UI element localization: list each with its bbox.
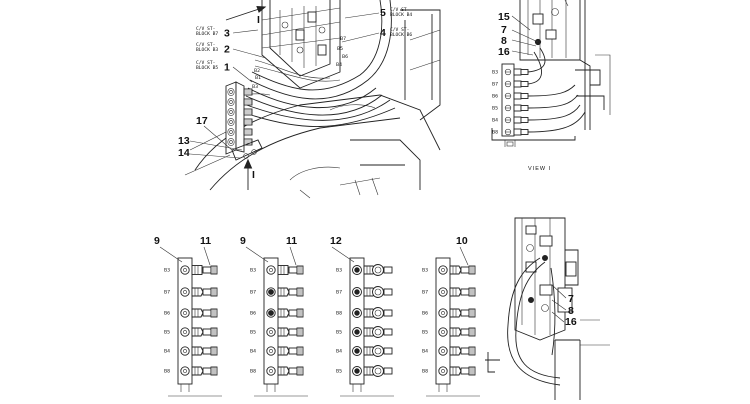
manifold-port-label: B5 <box>336 369 342 375</box>
valve-port-label: B2 <box>254 68 260 74</box>
callout-note-line1: C/V ST- <box>196 60 215 66</box>
callout-note-line2: BLOCK B7 <box>196 31 218 37</box>
panel-callout-right: 11 <box>286 235 297 247</box>
view-i-caption: VIEW I <box>528 166 551 172</box>
label-15: 15 <box>498 11 510 23</box>
manifold-port-label: B7 <box>164 290 170 296</box>
label-13: 13 <box>178 135 190 147</box>
valve-port-label: B1 <box>255 75 261 81</box>
manifold-port-label: B5 <box>250 330 256 336</box>
manifold-port-label: B4 <box>336 349 342 355</box>
callout-note-line2: BLOCK B3 <box>196 47 218 53</box>
manifold-port-label: B6 <box>250 311 256 317</box>
valve-port-label: B5 <box>337 46 343 52</box>
valve-port-label: B6 <box>342 54 348 60</box>
panel-callout-left: 9 <box>154 235 160 247</box>
view-port-label: B8 <box>492 130 498 136</box>
callout-note-line1: C/V ST- <box>390 7 409 13</box>
manifold-port-label: B3 <box>336 268 342 274</box>
callout-note-line2: BLOCK B5 <box>196 65 218 71</box>
panel-callout-left: 12 <box>330 235 342 247</box>
main-assembly <box>184 0 441 199</box>
callout-note-line1: C/V ST- <box>390 27 409 33</box>
manifold-port-label: B8 <box>336 311 342 317</box>
manifold-port-label: B5 <box>422 330 428 336</box>
label-14: 14 <box>178 147 190 159</box>
manifold-port-label: B6 <box>164 311 170 317</box>
static-labels: 17 13 14 I I 15 7 8 16 VIEW I 7 8 16 <box>178 11 577 328</box>
manifold-port-label: B7 <box>250 290 256 296</box>
panel-callout-right: 10 <box>456 235 468 247</box>
label-8-bottom: 8 <box>568 305 574 317</box>
view-port-label: B7 <box>492 82 498 88</box>
panel-callout-right: 11 <box>200 235 211 247</box>
callout-number: 5 <box>380 7 386 19</box>
label-17: 17 <box>196 115 208 127</box>
view-port-label: B6 <box>492 94 498 100</box>
manifold-port-label: B4 <box>164 349 170 355</box>
label-16-top: 16 <box>498 46 510 58</box>
lower-valve-assembly <box>485 217 610 400</box>
callout-note-line1: C/V ST- <box>196 26 215 32</box>
valve-port-label: B7 <box>340 36 346 42</box>
view-marker-top: I <box>257 14 260 26</box>
callout-number: 2 <box>224 44 230 56</box>
panel-callout-left: 9 <box>240 235 246 247</box>
callout-number: 3 <box>224 28 230 40</box>
label-16-bottom: 16 <box>565 316 577 328</box>
manifold-port-label: B4 <box>422 349 428 355</box>
callout-number: 1 <box>224 62 230 74</box>
valve-port-label: B3 <box>252 84 258 90</box>
manifold-port-label: B3 <box>164 268 170 274</box>
label-8-top: 8 <box>501 35 507 47</box>
view-port-label: B5 <box>492 106 498 112</box>
callout-note-line2: BLOCK B4 <box>390 12 412 18</box>
callout-note-line2: BLOCK B6 <box>390 32 412 38</box>
manifold-port-label: B3 <box>250 268 256 274</box>
manifold-port-label: B7 <box>336 290 342 296</box>
callout-note-line1: C/V ST- <box>196 42 215 48</box>
view-port-label: B3 <box>492 70 498 76</box>
view-port-label: B4 <box>492 118 498 124</box>
label-7-bottom: 7 <box>568 293 574 305</box>
manifold-port-label: B8 <box>250 369 256 375</box>
manifold-port-label: B3 <box>422 268 428 274</box>
manifold-port-label: B4 <box>250 349 256 355</box>
manifold-port-label: B5 <box>336 330 342 336</box>
view-marker-bottom: I <box>252 169 255 181</box>
label-7-top: 7 <box>501 24 507 36</box>
manifold-port-label: B5 <box>164 330 170 336</box>
callout-number: 4 <box>380 27 386 39</box>
manifold-port-label: B6 <box>422 311 428 317</box>
manifold-port-label: B8 <box>422 369 428 375</box>
manifold-port-label: B7 <box>422 290 428 296</box>
valve-port-label: B4 <box>336 62 342 68</box>
manifold-port-label: B8 <box>164 369 170 375</box>
